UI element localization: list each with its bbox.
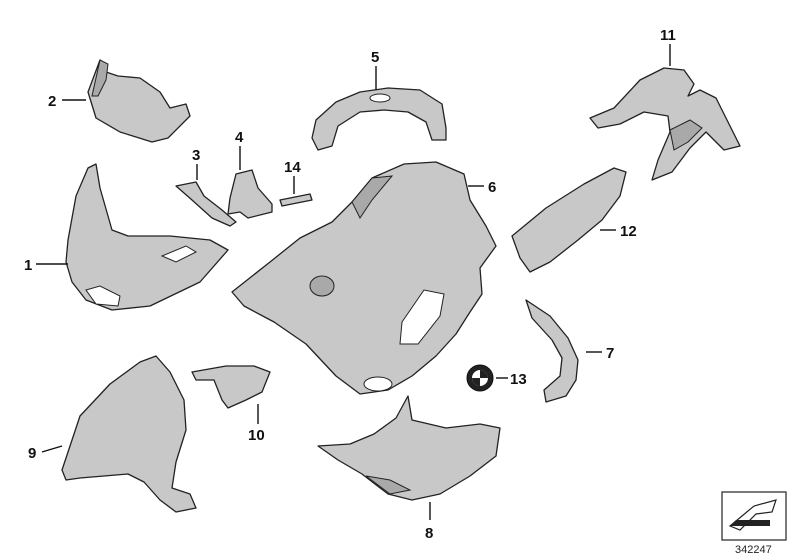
leader-lines xyxy=(36,44,671,520)
part-4-panel-piece[interactable] xyxy=(227,169,273,219)
part-8-belly-pan[interactable] xyxy=(317,395,501,501)
part-11-tail-section[interactable] xyxy=(589,67,741,181)
part-2-upper-bracket[interactable] xyxy=(87,59,191,143)
bmw-roundel-icon[interactable] xyxy=(466,364,494,392)
reference-number: 342247 xyxy=(735,544,772,556)
callout-2: 2 xyxy=(48,93,56,110)
callout-12: 12 xyxy=(620,223,637,240)
callout-13: 13 xyxy=(510,371,527,388)
direction-arrow-icon xyxy=(721,491,787,541)
part-14-strip[interactable] xyxy=(279,193,313,207)
callout-1: 1 xyxy=(24,257,32,274)
callout-labels: 1 2 3 4 5 6 7 8 9 10 11 12 13 14 xyxy=(24,27,676,542)
callout-7: 7 xyxy=(606,345,614,362)
part-3-bracket[interactable] xyxy=(175,181,237,227)
part-5-tank-cover[interactable] xyxy=(311,87,447,151)
callout-11: 11 xyxy=(660,27,676,44)
part-6-side-fairing[interactable] xyxy=(231,161,497,395)
part-7-side-trim[interactable] xyxy=(525,299,579,403)
callout-9: 9 xyxy=(28,445,36,462)
part-1-nose-fairing[interactable] xyxy=(65,163,229,311)
part-12-rear-side-panel[interactable] xyxy=(511,167,627,273)
callout-4: 4 xyxy=(235,129,244,146)
callout-10: 10 xyxy=(248,427,265,444)
callout-5: 5 xyxy=(371,49,379,66)
callout-3: 3 xyxy=(192,147,200,164)
callout-8: 8 xyxy=(425,525,433,542)
part-10-mudguard-piece[interactable] xyxy=(191,365,271,409)
part-9-front-mudguard[interactable] xyxy=(61,355,197,513)
callout-6: 6 xyxy=(488,179,496,196)
callout-14: 14 xyxy=(284,159,301,176)
